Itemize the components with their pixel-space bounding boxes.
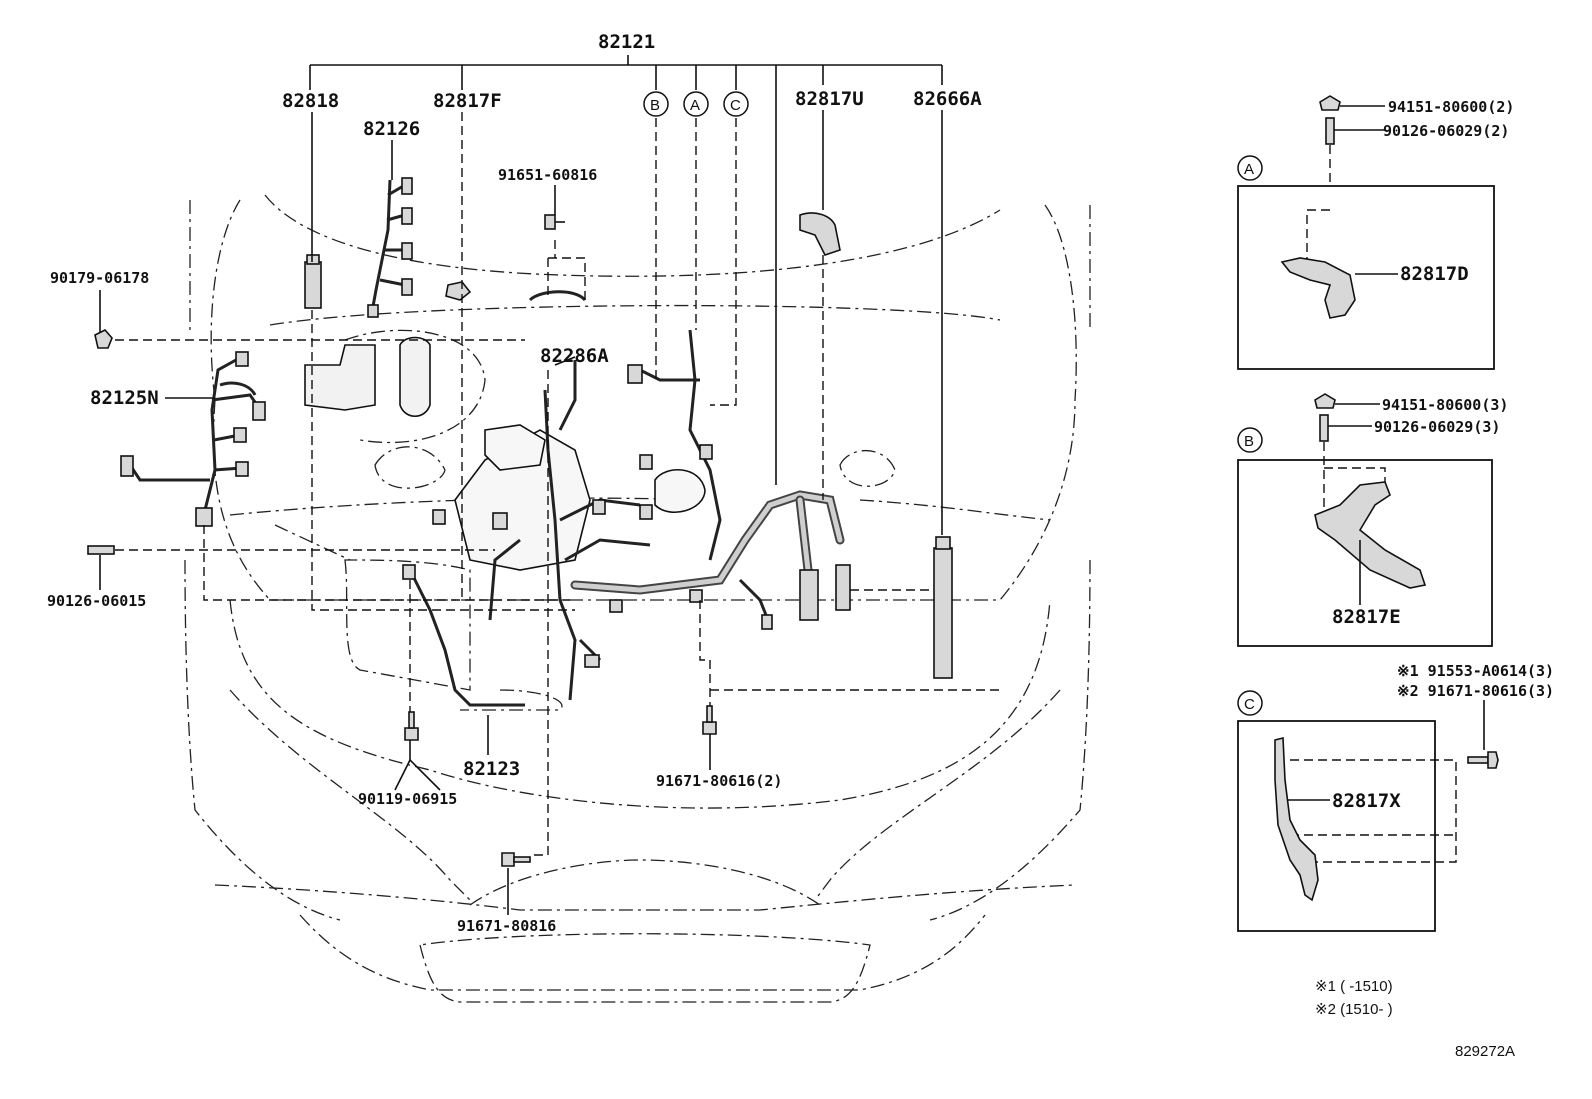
detail-a: 94151-80600(2) 90126-06029(2) A 82817D	[1237, 95, 1514, 370]
label-90119-06915: 90119-06915	[358, 790, 457, 808]
vehicle-body-outline	[184, 194, 1091, 1003]
nut-icon	[1319, 95, 1341, 111]
callouts-main: B A C	[643, 91, 749, 117]
label-90126-06015: 90126-06015	[47, 592, 146, 610]
label-82121: 82121	[598, 31, 655, 53]
detail-a-stud: 90126-06029(2)	[1383, 122, 1509, 140]
harness-82126	[367, 177, 413, 318]
harness-82123	[402, 564, 525, 707]
label-90179-06178: 90179-06178	[50, 269, 149, 287]
label-82817U: 82817U	[795, 88, 864, 110]
connector-82817F	[445, 281, 472, 301]
stud-90126-06015	[87, 545, 115, 555]
leader-lines	[99, 55, 943, 915]
note-2: ※2 (1510- )	[1315, 1001, 1393, 1018]
nut-icon	[1314, 393, 1336, 409]
label-82286A: 82286A	[540, 345, 609, 367]
harness-82125N	[120, 351, 266, 527]
bolt-90119-06915	[404, 727, 419, 741]
label-91671-80616-2: 91671-80616(2)	[656, 772, 782, 790]
bolt-icon	[1467, 756, 1489, 764]
detail-b-part: 82817E	[1332, 606, 1401, 628]
stud-icon	[1319, 414, 1329, 442]
main-harness-82121	[432, 329, 851, 701]
bracket-91651	[528, 214, 587, 302]
label-82126: 82126	[363, 118, 420, 140]
clip-82817U	[799, 212, 841, 256]
detail-b: 94151-80600(3) 90126-06029(3) B 82817E	[1237, 393, 1508, 647]
label-82818: 82818	[282, 90, 339, 112]
detail-b-stud: 90126-06029(3)	[1374, 418, 1500, 436]
drawing-id: 829272A	[1455, 1043, 1515, 1060]
dashed-guides	[115, 112, 1000, 856]
connector-82818	[304, 254, 322, 309]
detail-c-bolt1: ※1 91553-A0614(3)	[1397, 662, 1554, 680]
detail-c-bolt2: ※2 91671-80616(3)	[1397, 682, 1554, 700]
callout-c-detail: C	[1244, 696, 1255, 713]
label-82817F: 82817F	[433, 90, 502, 112]
module-82666A	[850, 536, 953, 679]
detail-a-nut: 94151-80600(2)	[1388, 98, 1514, 116]
detail-a-box	[1237, 185, 1495, 370]
label-82666A: 82666A	[913, 88, 982, 110]
callout-b-detail: B	[1244, 433, 1254, 450]
detail-c: ※1 91553-A0614(3) ※2 91671-80616(3) C 82…	[1237, 662, 1554, 932]
detail-b-nut: 94151-80600(3)	[1382, 396, 1508, 414]
label-82125N: 82125N	[90, 387, 159, 409]
label-91671-80816: 91671-80816	[457, 917, 556, 935]
callout-a-main: A	[690, 97, 700, 114]
detail-c-part: 82817X	[1332, 790, 1401, 812]
callout-c-main: C	[730, 97, 741, 114]
callout-b-main: B	[650, 97, 660, 114]
stud-icon	[1325, 117, 1335, 145]
note-1: ※1 ( -1510)	[1315, 978, 1393, 995]
bolt-91671-80616	[702, 721, 717, 735]
callout-a-detail: A	[1244, 161, 1254, 178]
label-91651-60816: 91651-60816	[498, 166, 597, 184]
clip-90179-06178	[94, 329, 113, 349]
detail-a-part: 82817D	[1400, 263, 1469, 285]
bolt-91671-80816	[501, 852, 515, 867]
label-82123: 82123	[463, 758, 520, 780]
main-labels: 82121 82818 82817F 82817U 82666A 82126 9…	[47, 31, 982, 935]
detail-c-box	[1237, 720, 1436, 932]
fasteners-main	[87, 329, 717, 867]
